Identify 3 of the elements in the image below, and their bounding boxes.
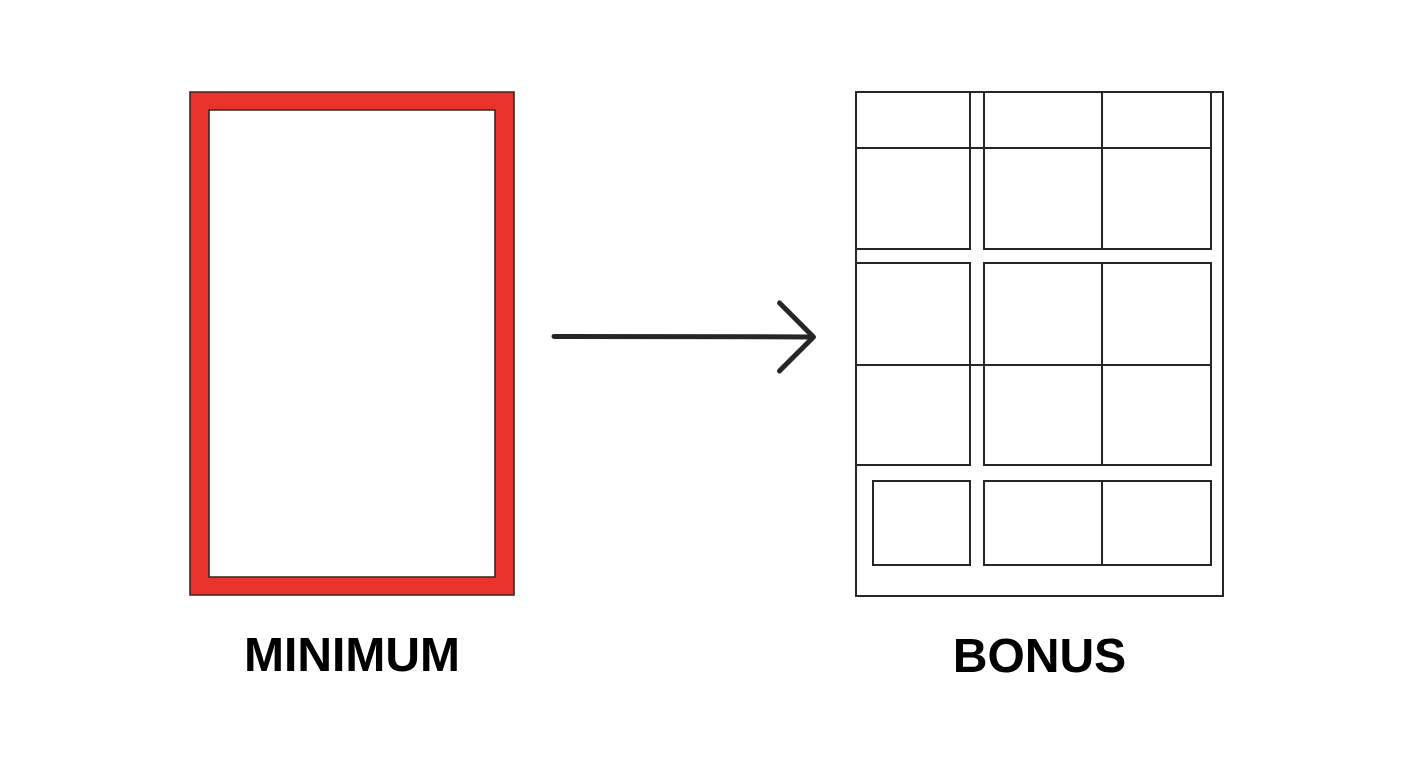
arrow — [551, 300, 816, 374]
frame-label: MINIMUM — [247, 638, 457, 672]
frame-label: BONUS — [956, 638, 1125, 673]
